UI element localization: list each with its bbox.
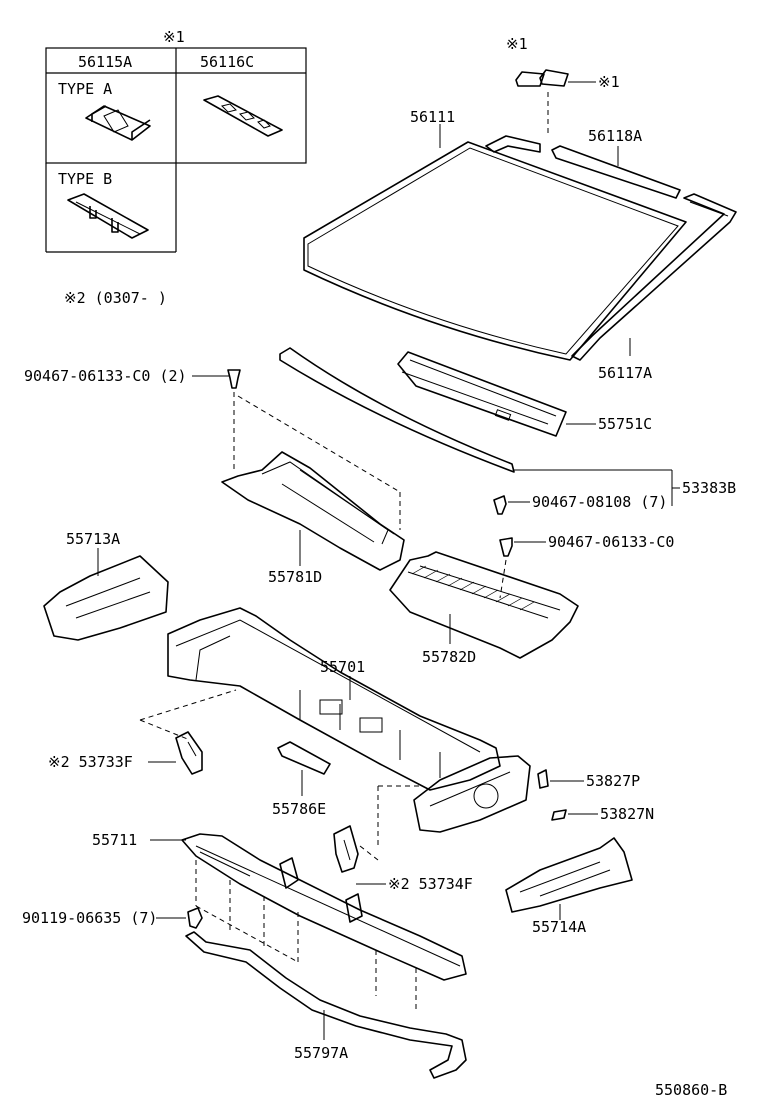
lower-frame-55711: 55711 <box>92 831 467 1012</box>
inset-col2-label: 56116C <box>200 53 254 71</box>
label-55701: 55701 <box>320 658 365 676</box>
label-53733f: ※2 53733F <box>48 753 133 771</box>
fastener-90467-06133-c0-2: 90467-06133-C0 (2) <box>24 367 401 530</box>
inset-type-a-label: TYPE A <box>58 80 112 98</box>
louver-hatch <box>411 565 535 611</box>
cowl-louver-left: 55781D <box>221 451 405 586</box>
cowl-panel-main: 55701 <box>167 607 501 791</box>
fastener-90119-06635: 90119-06635 (7) <box>22 907 203 929</box>
inset-note-mark: ※1 <box>163 28 185 46</box>
windshield-glass: 56111 <box>303 108 687 361</box>
diagram-id: 550860-B <box>655 1081 727 1099</box>
pad-55786e: 55786E <box>272 741 331 818</box>
label-55751c: 55751C <box>598 415 652 433</box>
label-55797a: 55797A <box>294 1044 348 1062</box>
label-90467-06133-c0: 90467-06133-C0 <box>548 533 674 551</box>
clip-pair-top: ※1 ※1 <box>506 35 620 136</box>
label-53383b: 53383B <box>682 479 736 497</box>
note-2: ※2 (0307- ) <box>64 289 167 307</box>
fastener-90467-06133-c0: 90467-06133-C0 <box>499 533 674 599</box>
clip-56116c-icon <box>203 95 283 137</box>
label-55782d: 55782D <box>422 648 476 666</box>
bracket-53733f: ※2 53733F <box>48 731 203 775</box>
fastener-90467-08108: 90467-08108 (7) <box>493 493 667 515</box>
clip-mark-top: ※1 <box>506 35 528 53</box>
label-53827n: 53827N <box>600 805 654 823</box>
clip-type-a-icon <box>85 105 151 141</box>
clip-type-b-icon <box>67 193 149 239</box>
label-90467-08108: 90467-08108 (7) <box>532 493 667 511</box>
side-panel-right: 55714A <box>505 837 633 936</box>
cowl-top-seal-55751c: 55751C <box>397 351 652 437</box>
side-panel-left: 55713A <box>43 530 169 641</box>
label-56117a: 56117A <box>598 364 652 382</box>
inset-type-b-label: TYPE B <box>58 170 112 188</box>
cowl-bracket-right <box>359 755 531 861</box>
label-53734f: ※2 53734F <box>388 875 473 893</box>
label-56118a: 56118A <box>588 127 642 145</box>
label-55786e: 55786E <box>272 800 326 818</box>
label-90119-06635: 90119-06635 (7) <box>22 909 157 927</box>
cowl-seal-strip: 53383B <box>279 347 736 506</box>
wire-harness-55797a: 55797A <box>185 931 467 1079</box>
label-55713a: 55713A <box>66 530 120 548</box>
clip-53827p: 53827P <box>537 769 640 790</box>
clip-mark-right: ※1 <box>598 73 620 91</box>
label-55714a: 55714A <box>532 918 586 936</box>
label-55781d: 55781D <box>268 568 322 586</box>
label-90467-06133-c0-2: 90467-06133-C0 (2) <box>24 367 187 385</box>
windshield-moulding: 56118A 56117A <box>485 127 737 382</box>
inset-table: ※1 56115A 56116C TYPE A TYPE B <box>45 28 307 253</box>
label-53827p: 53827P <box>586 772 640 790</box>
label-56111: 56111 <box>410 108 455 126</box>
clip-53827n: 53827N <box>551 805 654 823</box>
inset-col1-label: 56115A <box>78 53 132 71</box>
cowl-louver-right: 55782D <box>389 551 579 666</box>
label-55711: 55711 <box>92 831 137 849</box>
bracket-53734f: ※2 53734F <box>333 825 473 893</box>
